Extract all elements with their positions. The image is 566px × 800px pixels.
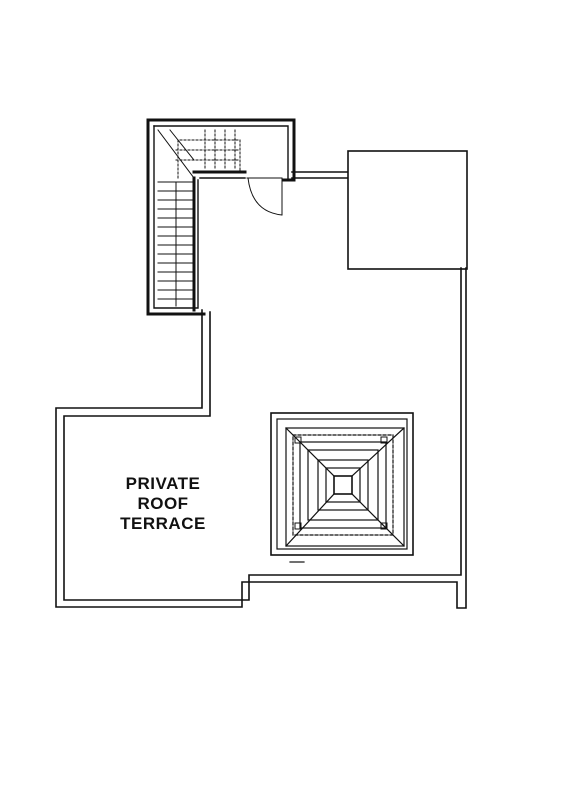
room-label-private-roof-terrace: PRIVATE ROOF TERRACE [95,474,231,534]
stair-icon [157,129,241,307]
parapet-wall [291,171,348,179]
room-label-line-1: PRIVATE [125,474,201,493]
skylight-icon [270,412,414,563]
terrace-outer-wall [55,267,467,609]
rooftop-structure [347,150,468,270]
room-label-line-2: ROOF [137,494,189,513]
door-swing-icon [246,177,283,216]
stair-tower-wall [146,118,296,316]
room-label-line-3: TERRACE [120,514,206,533]
